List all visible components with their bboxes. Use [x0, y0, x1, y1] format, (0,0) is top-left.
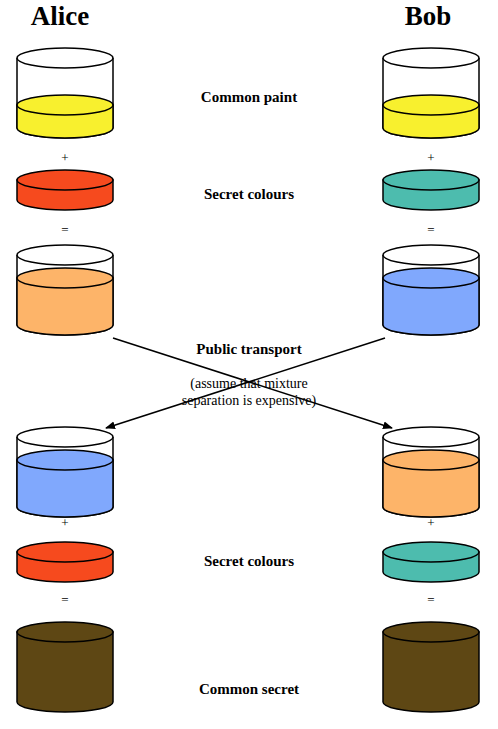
column-heading: Alice [0, 0, 120, 32]
paint-can [17, 48, 113, 138]
note-text: (assume that mixture separation is expen… [174, 376, 324, 410]
paint-disc [383, 542, 479, 582]
operator-sign: = [411, 222, 451, 238]
operator-sign: + [411, 150, 451, 166]
paint-disc [17, 170, 113, 210]
operator-sign: = [45, 222, 85, 238]
operator-sign: = [411, 592, 451, 608]
paint-can [17, 427, 113, 517]
paint-can [17, 245, 113, 335]
row-label: Public transport [154, 340, 344, 358]
paint-can [383, 245, 479, 335]
operator-sign: + [411, 515, 451, 531]
paint-disc [17, 542, 113, 582]
paint-can [17, 622, 113, 712]
paint-can [383, 427, 479, 517]
paint-can [383, 48, 479, 138]
transport-arrow [106, 338, 385, 428]
paint-disc [383, 170, 479, 210]
row-label: Secret colours [164, 185, 334, 203]
operator-sign: + [45, 515, 85, 531]
row-label: Secret colours [164, 552, 334, 570]
paint-can [383, 622, 479, 712]
operator-sign: = [45, 592, 85, 608]
row-label: Common paint [164, 88, 334, 106]
column-heading: Bob [368, 0, 488, 32]
operator-sign: + [45, 150, 85, 166]
transport-arrow [113, 338, 392, 428]
row-label: Common secret [164, 680, 334, 698]
